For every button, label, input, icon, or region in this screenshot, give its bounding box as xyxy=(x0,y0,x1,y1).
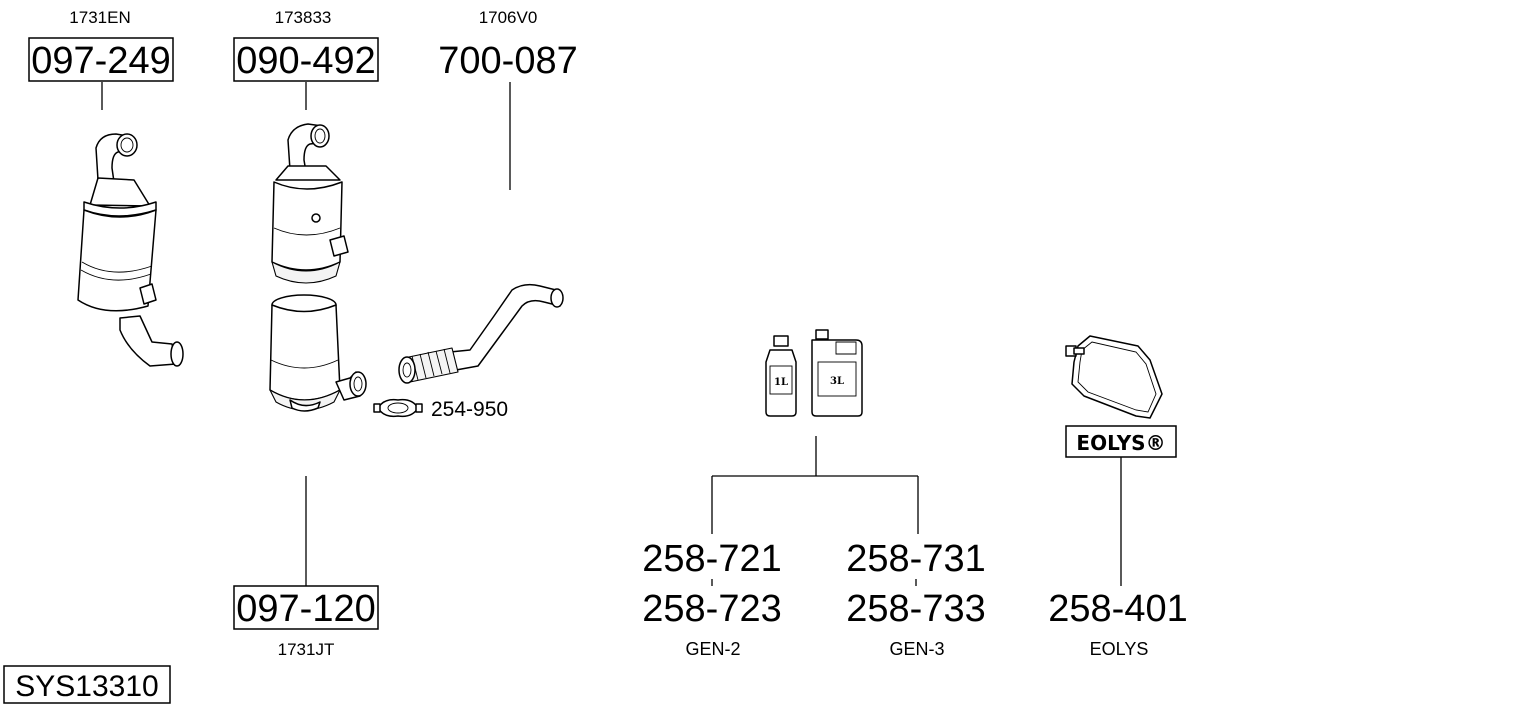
part-number-097-120[interactable]: 097-120 xyxy=(236,588,375,630)
catalytic-converter-upper-icon[interactable] xyxy=(271,123,349,284)
bottle-label-1l: 1L xyxy=(774,377,788,388)
additive-can-3l-icon[interactable]: 3L xyxy=(811,329,863,417)
oem-code-1706V0: 1706V0 xyxy=(479,8,538,27)
part-number-700-087[interactable]: 700-087 xyxy=(438,40,577,82)
part-number-254-950[interactable]: 254-950 xyxy=(431,398,508,421)
oem-code-1731EN: 1731EN xyxy=(69,8,130,27)
part-box-090-492 xyxy=(233,37,379,82)
additive-label-gen3: GEN-3 xyxy=(889,639,944,659)
part-number-090-492[interactable]: 090-492 xyxy=(236,40,375,82)
part-number-258-401[interactable]: 258-401 xyxy=(1048,588,1187,630)
eolys-badge: EOLYS® xyxy=(1076,431,1165,455)
additive-label-eolys: EOLYS xyxy=(1090,639,1149,659)
flex-pipe-icon[interactable] xyxy=(398,283,564,384)
catalytic-converter-icon[interactable] xyxy=(77,133,184,367)
additive-bag-icon[interactable] xyxy=(1065,335,1163,419)
particulate-filter-icon[interactable] xyxy=(269,294,367,412)
additive-label-gen2: GEN-2 xyxy=(685,639,740,659)
part-box-097-120 xyxy=(233,585,379,630)
part-number-258-723[interactable]: 258-723 xyxy=(642,588,781,630)
part-box-097-249 xyxy=(28,37,174,82)
system-id-box xyxy=(3,665,171,704)
part-number-258-731[interactable]: 258-731 xyxy=(846,538,985,580)
bottle-label-3l: 3L xyxy=(830,376,844,387)
part-number-097-249[interactable]: 097-249 xyxy=(31,40,170,82)
additive-bottle-1l-icon[interactable]: 1L xyxy=(765,335,797,417)
system-id: SYS13310 xyxy=(15,670,158,703)
oem-code-1731JT: 1731JT xyxy=(278,640,335,659)
clamp-icon[interactable] xyxy=(373,398,423,418)
part-number-258-721[interactable]: 258-721 xyxy=(642,538,781,580)
part-number-258-733[interactable]: 258-733 xyxy=(846,588,985,630)
oem-code-173833: 173833 xyxy=(275,8,332,27)
